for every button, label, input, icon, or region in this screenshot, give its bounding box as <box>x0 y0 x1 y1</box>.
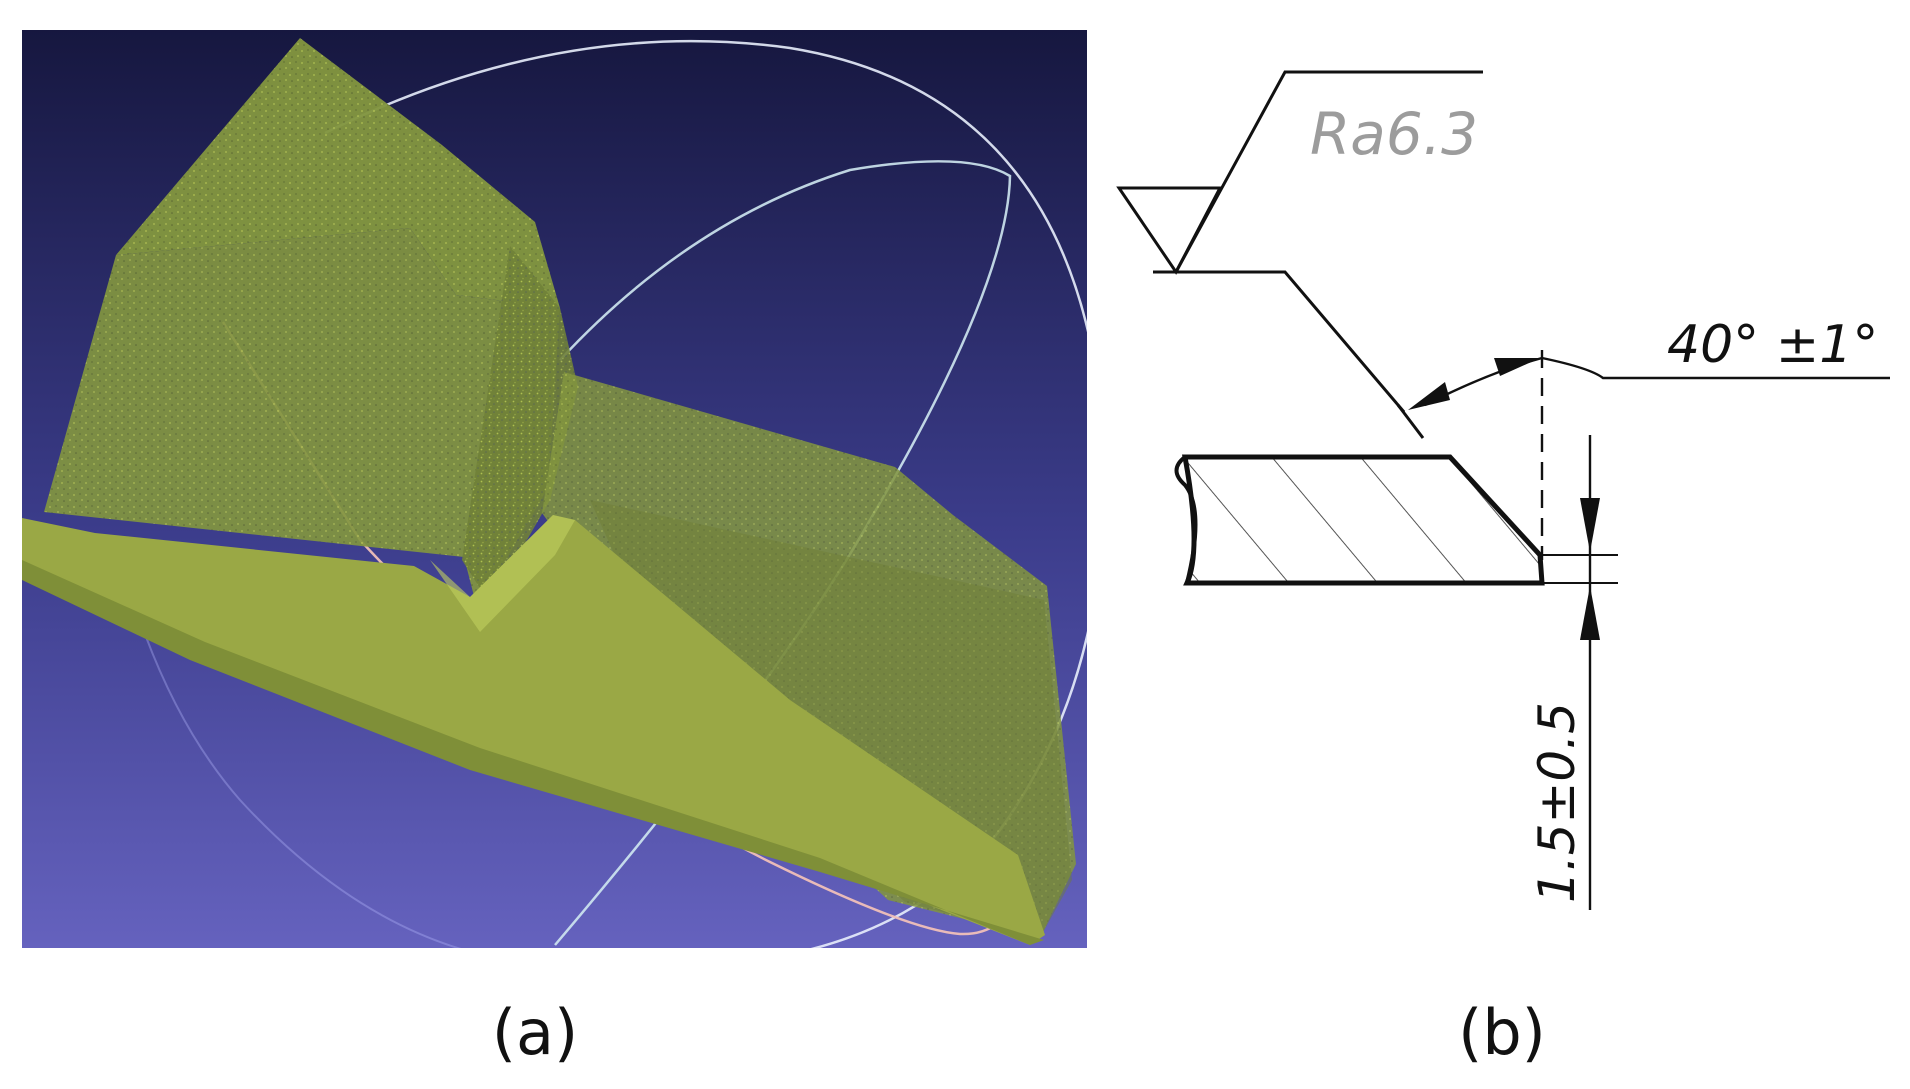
chamfer-angle-callout: 40° ±1° <box>1408 315 1890 560</box>
land-dimension-label: 1.5±0.5 <box>1528 702 1586 903</box>
base-plate <box>22 515 1045 945</box>
point-cloud-scene <box>22 38 1087 948</box>
surface-roughness-symbol: Ra6.3 <box>1116 70 1483 439</box>
trackball-arc-white <box>324 39 1087 948</box>
land-arrowhead-bottom <box>1580 586 1600 640</box>
main-block-groove <box>462 246 578 604</box>
plate-section <box>1174 454 1545 586</box>
slope-face <box>542 372 1076 938</box>
angle-arrowhead-left <box>1408 382 1450 410</box>
panel-b-technical-drawing: Ra6.3 40° ±1° 1.5±0.5 (b) <box>1116 70 1890 1069</box>
roughness-label: Ra6.3 <box>1310 100 1478 168</box>
main-block-front-face <box>44 228 560 608</box>
land-dimension: 1.5±0.5 <box>1528 435 1618 910</box>
land-arrowhead-top <box>1580 498 1600 552</box>
panel-a-point-cloud: (a) <box>22 30 1087 1069</box>
base-plate-step-highlight <box>430 515 575 632</box>
panel-b-caption: (b) <box>1458 996 1546 1069</box>
main-block-top-face <box>116 38 560 308</box>
trackball-arc-shadow <box>129 589 462 948</box>
base-plate-lower-edge <box>22 560 1044 945</box>
chamfer-angle-label: 40° ±1° <box>1667 315 1878 375</box>
panel-a-caption: (a) <box>492 996 578 1069</box>
angle-arrowhead-right <box>1494 358 1540 376</box>
